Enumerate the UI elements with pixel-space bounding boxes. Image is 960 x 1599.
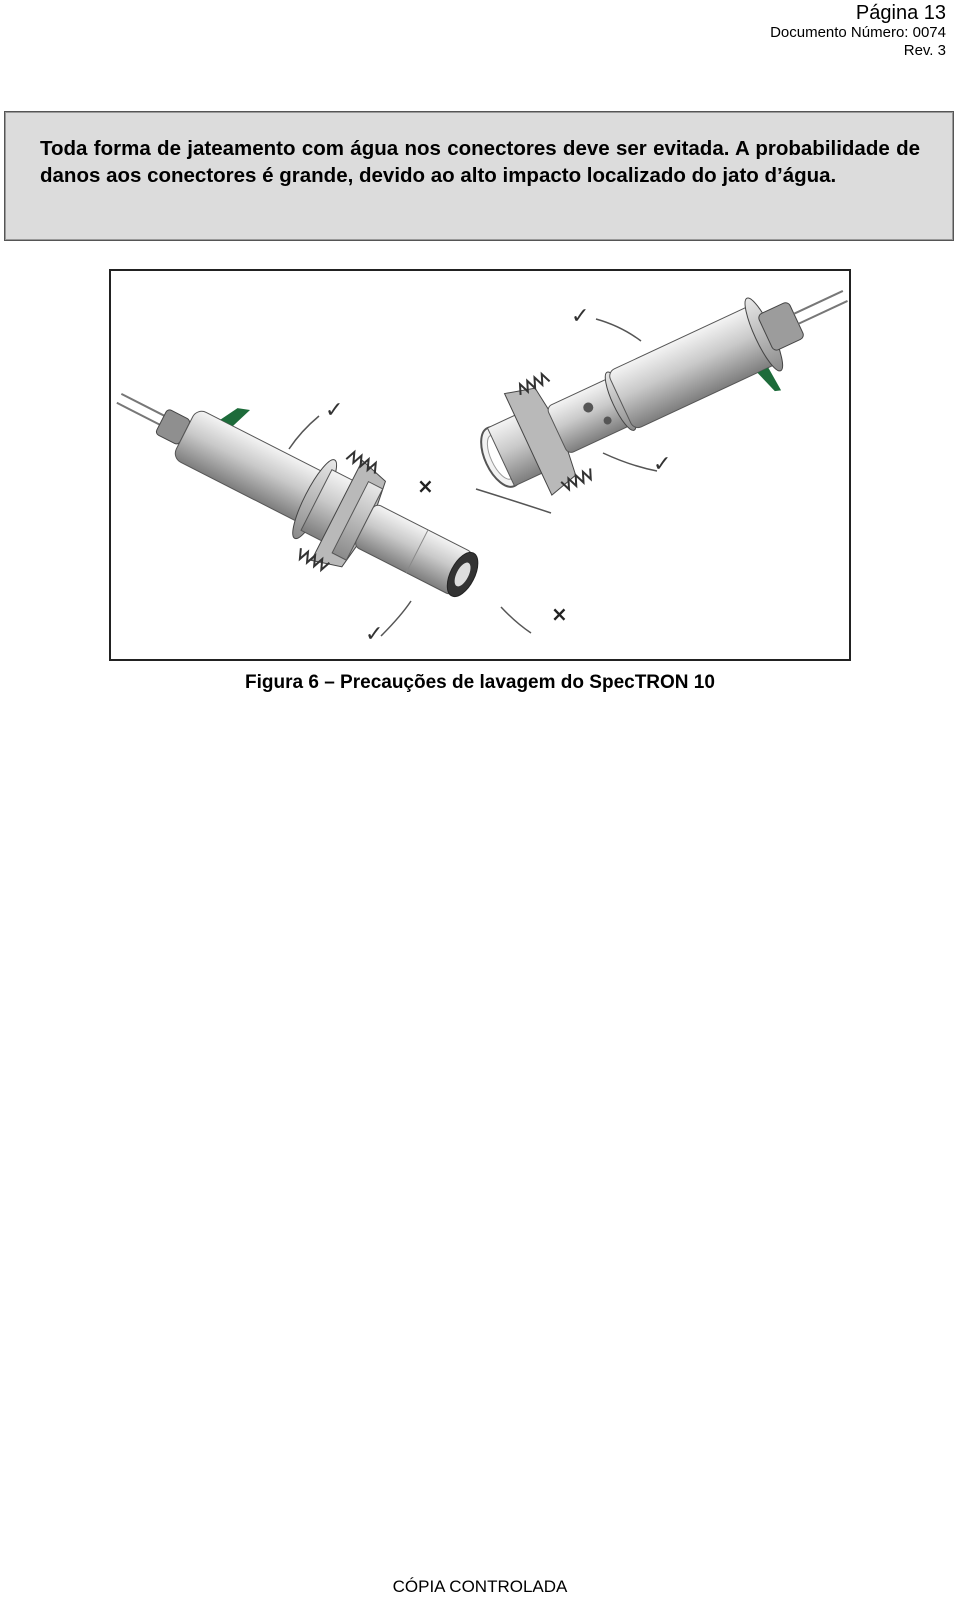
document-number: Documento Número: 0074 bbox=[770, 24, 946, 41]
cross-mark-2: × bbox=[551, 602, 568, 626]
warning-text: Toda forma de jateamento com água nos co… bbox=[40, 137, 920, 187]
check-mark-1: ✓ bbox=[325, 398, 343, 423]
figure-6-illustration: ✓ ✓ ✓ ✓ × × bbox=[109, 269, 851, 661]
spectron-illustration: ✓ ✓ ✓ ✓ × × bbox=[116, 290, 848, 647]
page-header: Página 13 Documento Número: 0074 Rev. 3 bbox=[770, 2, 946, 60]
left-instrument bbox=[116, 392, 479, 598]
warning-box: Toda forma de jateamento com água nos co… bbox=[4, 111, 954, 241]
check-mark-2: ✓ bbox=[571, 304, 589, 329]
figure-caption: Figura 6 – Precauções de lavagem do Spec… bbox=[245, 672, 715, 693]
page-number: Página 13 bbox=[855, 2, 946, 24]
page-footer: CÓPIA CONTROLADA bbox=[392, 1577, 568, 1596]
revision-label: Rev. 3 bbox=[903, 42, 946, 59]
spray-arrows bbox=[288, 318, 658, 637]
cross-mark-1: × bbox=[417, 474, 434, 498]
check-mark-4: ✓ bbox=[365, 622, 383, 647]
right-instrument bbox=[480, 290, 848, 496]
check-mark-3: ✓ bbox=[653, 452, 671, 477]
